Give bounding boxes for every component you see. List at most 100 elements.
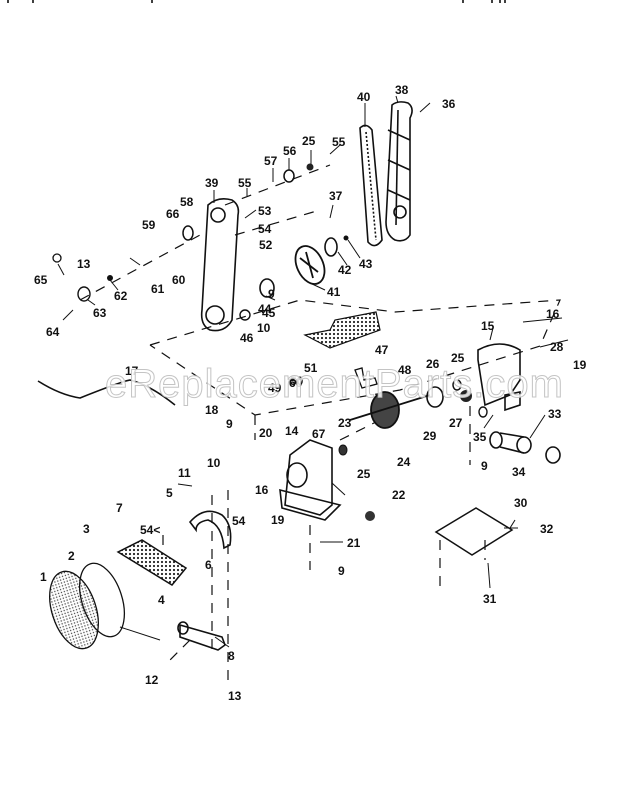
part-24-armature [349,391,431,429]
part-22-knob [365,511,375,521]
part-1-abrasive-disc [49,570,99,650]
label-54-a: 54 [258,222,272,236]
leader-lines [57,95,569,648]
label-30: 30 [514,496,528,510]
part-63-knob [77,286,91,302]
label-20: 20 [259,426,273,440]
part-17-power-cord [37,379,176,406]
label-61: 61 [151,282,165,296]
label-56: 56 [283,144,297,158]
label-25-c: 25 [302,134,316,148]
label-60-b: 60 [289,376,303,390]
part-58-bearing [182,225,194,241]
label-41: 41 [327,285,341,299]
label-9-a: 9 [268,287,275,301]
label-35: 35 [473,430,487,444]
label-49: 49 [268,381,282,395]
label-29: 29 [423,429,437,443]
label-50: 50 [290,374,304,388]
label-63: 63 [93,306,107,320]
label-54-c: 54< [140,523,160,537]
part-labels: 1 2 3 4 5 6 7 8 9 9 9 9 10 10 11 12 13 1… [34,83,587,703]
part-39-belt-arm [200,198,240,332]
part-27-gear [460,390,472,402]
label-45: 45 [262,306,276,320]
part-42-washer [324,237,338,257]
label-1: 1 [40,570,47,584]
label-6: 6 [205,558,212,572]
label-53: 53 [258,204,272,218]
label-55-a: 55 [238,176,252,190]
label-51: 51 [304,361,318,375]
label-8: 8 [228,649,235,663]
part-62-spring [107,275,113,281]
label-52: 52 [259,238,273,252]
part-56-bearing [283,169,295,183]
label-65: 65 [34,273,48,287]
label-37: 37 [329,189,343,203]
label-4: 4 [158,593,165,607]
label-28: 28 [550,340,564,354]
label-57: 57 [264,154,278,168]
label-67: 67 [312,427,326,441]
label-9-c: 9 [481,459,488,473]
label-44: 44 [258,302,272,316]
part-43-nut [343,235,349,241]
part-45-clip [239,309,251,321]
label-32: 32 [540,522,554,536]
part-26-bearing [426,386,444,408]
part-65-ring [52,253,62,263]
label-26: 26 [426,357,440,371]
label-19-b: 19 [271,513,285,527]
part-14-housing [279,439,342,521]
label-23: 23 [338,416,352,430]
label-25-b: 25 [357,467,371,481]
part-2-disc-plate [78,562,126,638]
part-25-nut-c [306,163,314,171]
label-16-b: 16 [255,483,269,497]
label-13-a: 13 [77,257,91,271]
part-35-collar [478,406,488,418]
assembly-dashed-lines [79,164,561,680]
part-44-collar [259,278,275,298]
part-34-bushing [545,446,561,464]
label-25-a: 25 [451,351,465,365]
label-54-b: 54 [232,514,246,528]
label-24: 24 [397,455,411,469]
label-16-a: 16 [546,307,560,321]
part-30-base-plate [434,507,514,556]
top-edge-marks [7,0,506,3]
part-8-bracket [177,621,226,651]
label-31: 31 [483,592,497,606]
label-43: 43 [359,257,373,271]
label-62: 62 [114,289,128,303]
part-4-table [116,539,188,586]
part-25-washer-b [338,444,348,456]
label-42: 42 [338,263,352,277]
label-47: 47 [375,343,389,357]
part-5-disc-guard [188,510,232,550]
part-15-cover [477,343,521,412]
label-27: 27 [449,416,463,430]
part-25-washer-a [452,379,462,391]
label-64: 64 [46,325,60,339]
label-60-a: 60 [172,273,186,287]
label-10-b: 10 [207,456,221,470]
label-66: 66 [166,207,180,221]
label-55-b: 55 [332,135,346,149]
label-9-b: 9 [226,417,233,431]
label-15: 15 [481,319,495,333]
part-40-sanding-belt [359,124,383,247]
label-10-a: 10 [257,321,271,335]
label-38: 38 [395,83,409,97]
label-22: 22 [392,488,406,502]
part-47-pad [303,311,381,349]
label-3: 3 [83,522,90,536]
part-33-sleeve [489,431,532,454]
part-41-pulley [294,245,326,285]
label-58: 58 [180,195,194,209]
part-48-bracket [354,367,378,389]
label-39: 39 [205,176,219,190]
label-48: 48 [398,363,412,377]
